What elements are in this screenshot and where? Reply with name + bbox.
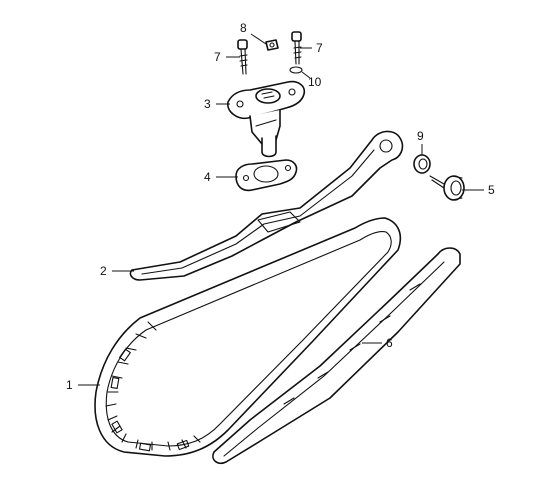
callout-5: 5 bbox=[488, 183, 495, 197]
cam-chain bbox=[94, 217, 402, 457]
chain-tensioner-guide bbox=[129, 130, 404, 281]
callout-1: 1 bbox=[66, 378, 73, 392]
bolt-left bbox=[237, 39, 248, 75]
leader-10 bbox=[301, 71, 311, 79]
callout-8: 8 bbox=[240, 21, 247, 35]
leader-lines bbox=[78, 33, 484, 386]
callout-7-right: 7 bbox=[316, 41, 323, 55]
o-ring-small bbox=[289, 66, 303, 74]
leader-8 bbox=[250, 33, 267, 45]
callout-9: 9 bbox=[417, 129, 424, 143]
callout-2: 2 bbox=[100, 264, 107, 278]
callout-7-left: 7 bbox=[214, 50, 221, 64]
tensioner-lifter bbox=[227, 80, 306, 158]
chain-guide bbox=[212, 247, 461, 465]
callout-labels: 1 2 3 4 5 6 7 7 8 9 10 bbox=[66, 21, 495, 392]
screw bbox=[265, 39, 279, 51]
o-ring bbox=[413, 154, 431, 174]
bolt-right bbox=[291, 31, 302, 65]
gasket bbox=[235, 159, 298, 192]
callout-4: 4 bbox=[204, 170, 211, 184]
plug-bolt bbox=[429, 175, 465, 201]
callout-10: 10 bbox=[308, 75, 322, 89]
callout-3: 3 bbox=[204, 97, 211, 111]
callout-6: 6 bbox=[386, 336, 393, 350]
